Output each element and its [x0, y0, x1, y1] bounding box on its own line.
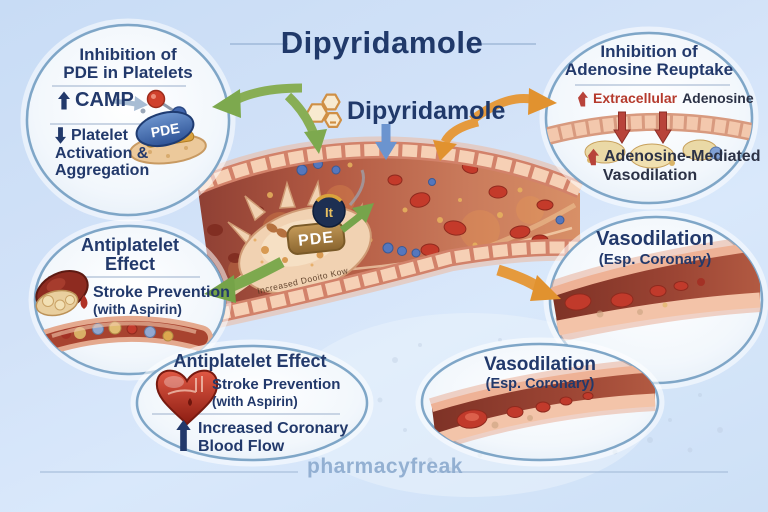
orange-arrow-into-artery — [433, 117, 480, 161]
adenosine-result-1: Adenosine-Mediated — [604, 148, 761, 166]
adenosine-result-2: Vasodilation — [602, 167, 698, 184]
stroke-prevention-left: Stroke Prevention — [93, 284, 230, 301]
green-arrow-to-antiplatelet-bubble — [204, 257, 285, 303]
dilated-vessel-icon — [550, 235, 762, 342]
orange-arrow-to-vasodilation-bubble — [496, 264, 561, 301]
dilated-vessel-icon-2 — [429, 358, 656, 451]
bubble-antiplatelet-bottom — [130, 339, 374, 467]
platelet-effect-3: Aggregation — [55, 162, 150, 179]
orange-arrow-to-adenosine-bubble — [469, 88, 557, 124]
extracellular-label: Extracellular — [593, 90, 678, 107]
camp-label: CAMP — [75, 89, 134, 111]
stroke-prevention-bottom: Stroke Prevention — [212, 376, 341, 393]
platelet-effect-2: Activation & — [55, 145, 149, 162]
coronary-flow-2: Blood Flow — [198, 438, 285, 455]
pde-on-platelet-icon: PDE — [129, 110, 207, 165]
pde-bubble-title-2: PDE in Platelets — [63, 63, 193, 82]
bubble-vasodilation-bottom — [415, 337, 665, 467]
vasodilation-up-arrow-icon — [588, 148, 599, 166]
adenosine-up-arrow-icon — [578, 91, 588, 107]
svg-text:It: It — [325, 205, 334, 220]
vasodilation-bottom-title: Vasodilation — [484, 354, 596, 375]
bubble-adenosine-reuptake — [539, 26, 759, 210]
central-artery-illustration: PDE It Increased Dooito Kow — [192, 136, 586, 329]
with-aspirin-bottom: (with Aspirin) — [212, 394, 298, 409]
watermark: pharmacyfreak — [307, 455, 463, 478]
green-arrow-to-pde-bubble — [212, 83, 303, 118]
bubble-antiplatelet-left — [28, 219, 232, 381]
coronary-flow-up-arrow-icon — [176, 420, 191, 451]
svg-text:PDE: PDE — [297, 229, 334, 250]
bubble-pde-inhibition: PDE — [20, 18, 236, 222]
coronary-flow-1: Increased Coronary — [198, 420, 349, 437]
page-title: Dipyridamole — [280, 25, 484, 60]
blue-arrow-drug-to-artery — [375, 124, 397, 160]
adenosine-label: Adenosine — [682, 90, 754, 107]
it-molecule-badge: It — [312, 193, 346, 228]
svg-text:PDE: PDE — [150, 120, 181, 141]
bubble-vasodilation-right — [543, 210, 768, 390]
blood-clot-icon — [35, 270, 89, 317]
divider-lines — [40, 43, 728, 473]
vasodilation-right-title: Vasodilation — [596, 228, 714, 250]
drug-label: Dipyridamole — [347, 97, 506, 125]
green-arrow-into-artery — [284, 92, 327, 154]
antiplatelet-left-title-1: Antiplatelet — [80, 235, 179, 255]
pde-bubble-title-1: Inhibition of — [79, 45, 177, 64]
camp-up-arrow-icon — [58, 91, 70, 110]
vasodilation-right-subtitle: (Esp. Coronary) — [598, 251, 712, 268]
with-aspirin-left: (with Aspirin) — [93, 301, 182, 317]
adenosine-bubble-title-2: Adenosine Reuptake — [564, 60, 734, 79]
vessel-cross-section-icon — [35, 315, 213, 355]
platelet-effect-1: Platelet — [71, 127, 128, 144]
adenosine-down-arrows-icon — [613, 111, 672, 144]
pde-enzyme-badge: PDE — [286, 221, 346, 255]
antiplatelet-left-title-2: Effect — [104, 254, 155, 274]
antiplatelet-bottom-title: Antiplatelet Effect — [173, 351, 327, 371]
platelet-down-arrow-icon — [55, 127, 66, 144]
adenosine-bubble-title-1: Inhibition of — [600, 42, 698, 61]
release-arrow-icon — [339, 203, 374, 233]
heart-icon — [155, 369, 219, 426]
vasodilation-bottom-subtitle: (Esp. Coronary) — [485, 376, 595, 392]
